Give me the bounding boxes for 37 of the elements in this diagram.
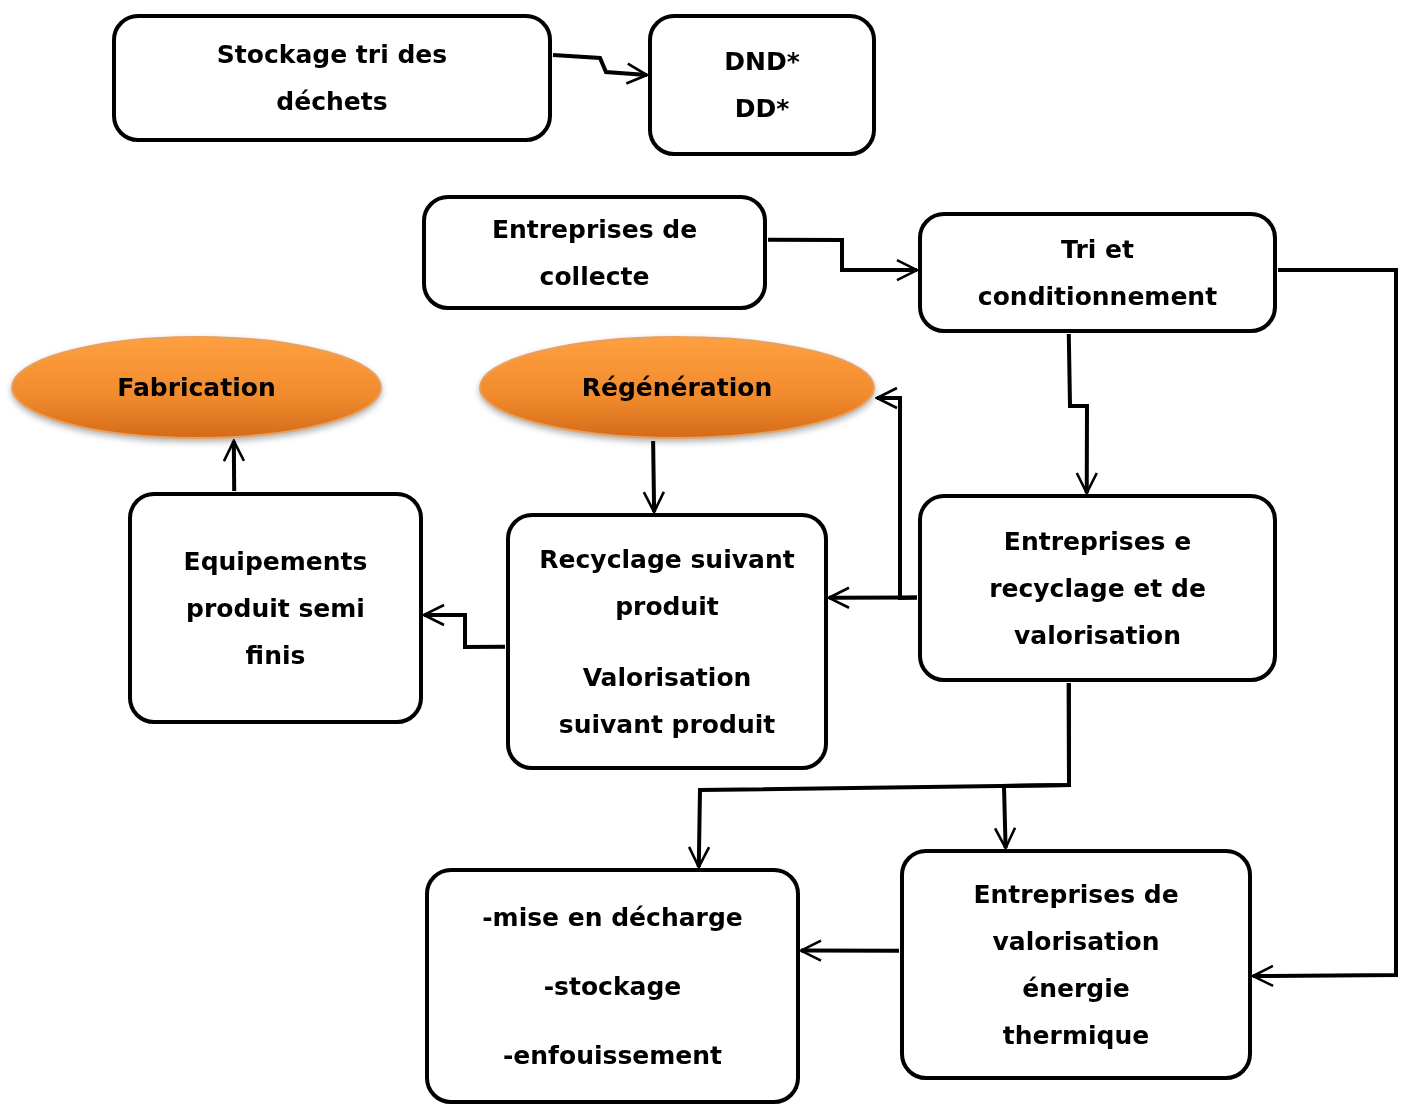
node-label: Entreprises de valorisation énergie thermique [972,878,1180,1052]
node-label: -mise en décharge [482,901,743,934]
node-label: Valorisation suivant produit [557,661,777,741]
node-label: Entreprises e recyclage et de valorisation [988,525,1207,652]
node-label: DD* [734,93,790,125]
arrow [1251,268,1398,988]
process-box [425,868,800,1104]
node-label: Recyclage suivant produit [538,543,796,623]
process-box [506,513,828,770]
arrow [875,386,918,601]
arrow [799,939,899,962]
arrow [1066,333,1099,495]
node-label: -enfouissement [503,1039,722,1072]
process-box [918,494,1277,682]
node-label: DND* [724,46,800,78]
process-box [900,849,1252,1080]
process-ellipse [478,335,876,440]
process-box [648,14,876,156]
process-box [918,212,1277,333]
node-label: Fabrication [117,372,276,404]
node-label: -stockage [543,970,682,1003]
arrow [552,52,649,85]
process-ellipse [10,335,383,440]
node-label: Tri et conditionnement [976,233,1219,313]
process-box [112,14,552,142]
arrow [422,603,506,649]
arrow [993,683,1071,850]
arrow [642,440,666,514]
arrow [222,439,246,491]
node-label: Régénération [581,372,773,404]
node-label: Equipements produit semi finis [182,545,369,672]
process-box [128,492,423,724]
arrow [768,237,919,282]
node-label: Stockage tri des déchets [215,39,449,118]
arrow [827,586,917,609]
process-box [422,195,767,310]
node-label: Entreprises de collecte [490,213,699,293]
